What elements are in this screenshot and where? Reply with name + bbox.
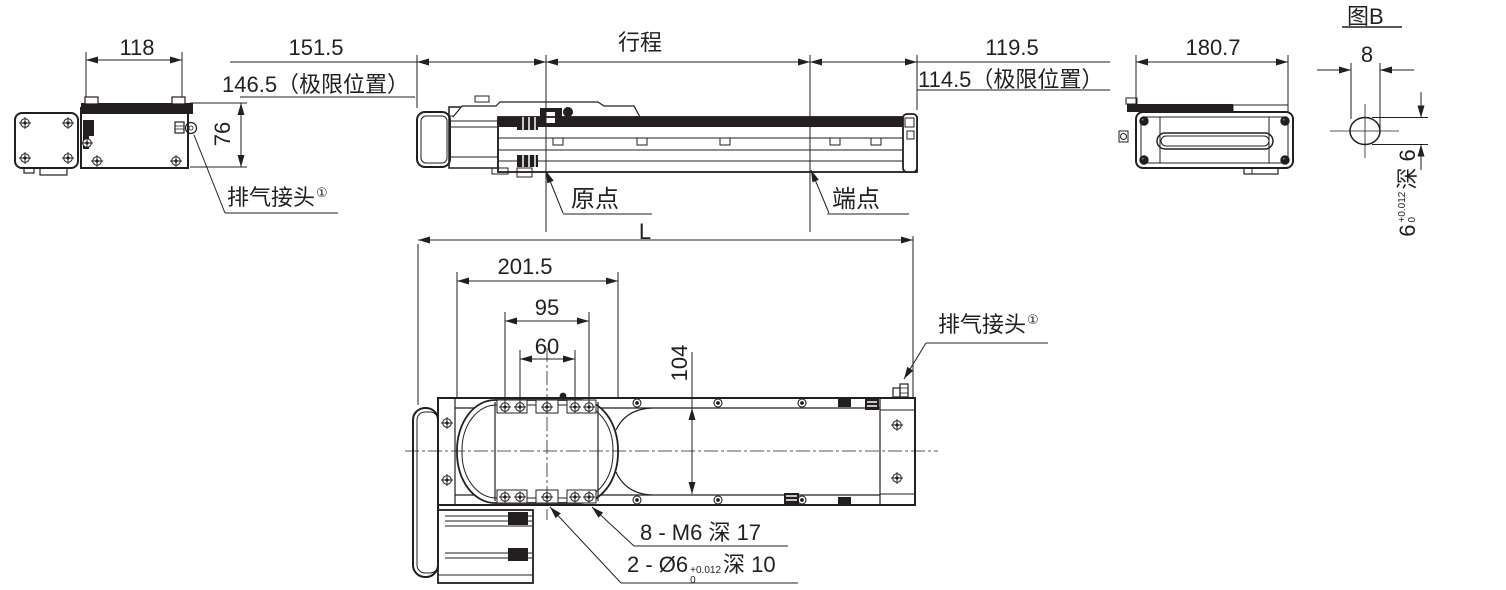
dowel-note-suffix: 深 10	[723, 552, 776, 577]
figb-hole-depth: 深 6	[1395, 149, 1421, 190]
dowel-tol-upper: +0.012	[690, 565, 722, 576]
dim-stroke-label: 行程	[617, 30, 662, 55]
dowel-tol-lower: 0	[690, 575, 696, 586]
top-view-dimensions	[417, 236, 1048, 584]
dowel-note-prefix: 2 - Ø6	[627, 552, 689, 577]
figb-hole-value: 6	[1395, 224, 1421, 237]
top-view-geometry	[405, 348, 938, 584]
origin-label: 原点	[571, 186, 619, 213]
dim-104-label: 104	[667, 344, 693, 382]
exhaust-fitting-icon-top	[892, 383, 909, 398]
end-view-geometry	[1118, 97, 1294, 175]
motor-block	[437, 509, 534, 584]
dim-201-5-label: 201.5	[497, 254, 553, 279]
main-view-geometry	[416, 95, 918, 178]
figure-b-geometry	[1317, 26, 1428, 170]
dim-L-label: L	[638, 219, 652, 244]
main-view-dimensions	[230, 55, 1110, 232]
exhaust-label-left: 排气接头	[227, 185, 316, 210]
dim-60-label: 60	[534, 334, 560, 359]
dim-146-5-limit-label: 146.5（极限位置）	[222, 72, 410, 97]
exhaust-label-top: 排气接头	[938, 312, 1027, 337]
rail-notches	[552, 137, 882, 146]
figb-dim-8-label: 8	[1360, 42, 1374, 67]
exhaust-footnote-top: ①	[1027, 312, 1039, 327]
edge-label-block-bottom	[784, 493, 799, 504]
dim-76-label: 76	[210, 121, 236, 147]
thread-note-label: 8 - M6 深 17	[640, 520, 762, 545]
left-view-dimensions	[85, 52, 247, 168]
dim-95-label: 95	[534, 295, 560, 320]
figure-b-title: 图B	[1347, 4, 1384, 29]
exhaust-note-top: 排气接头①	[938, 313, 1039, 336]
exhaust-note-left: 排气接头①	[227, 186, 328, 209]
edge-label-block	[865, 399, 879, 410]
end-point-label: 端点	[832, 186, 880, 213]
rail-teeth	[517, 117, 538, 167]
figb-tol-lower: 0	[1407, 216, 1418, 223]
exhaust-footnote-left: ①	[316, 185, 328, 200]
dim-180-7-label: 180.7	[1185, 35, 1241, 60]
end-view-dimensions	[1135, 55, 1289, 107]
exhaust-fitting-icon	[174, 121, 198, 135]
dim-151-5-label: 151.5	[288, 35, 344, 60]
left-view-geometry	[14, 96, 338, 214]
dim-118-label: 118	[119, 35, 155, 60]
dim-119-5-label: 119.5	[985, 35, 1039, 60]
dim-114-5-limit-label: 114.5（极限位置）	[918, 67, 1104, 92]
